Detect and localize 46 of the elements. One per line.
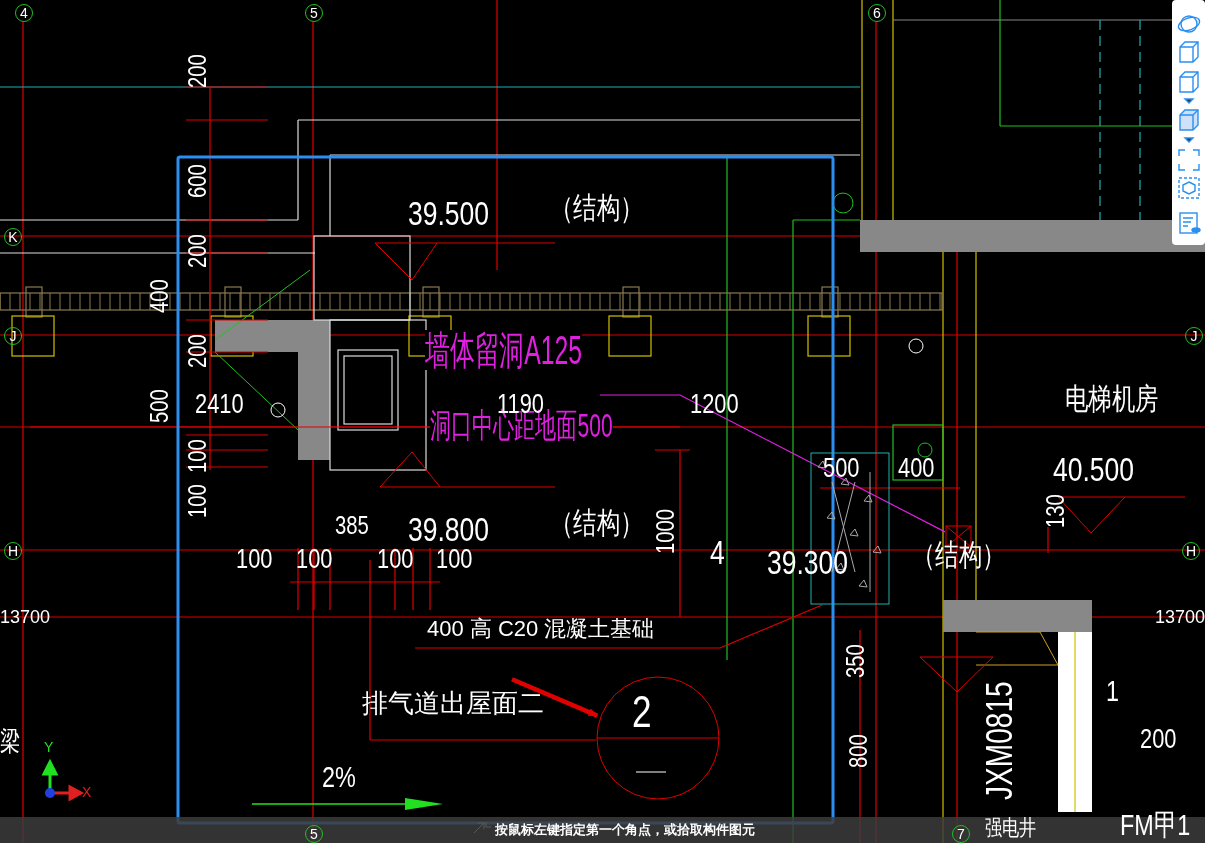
dimension-text: 39.800 [408, 512, 490, 546]
dimension-text: 40.500 [1053, 452, 1135, 486]
dimension-text: 1000 [652, 508, 678, 554]
axis-label: Y [44, 740, 54, 754]
note-text: 400 高 C20 混凝土基础 [427, 618, 655, 640]
dimension-text: 200 [184, 334, 210, 368]
dimension-text: 1 [1106, 676, 1119, 706]
note-text: 墙体留洞A125 [425, 330, 583, 370]
label: 强电井 [985, 817, 1037, 839]
detail-number: 2 [632, 690, 652, 734]
label: FM甲1 [1120, 810, 1191, 840]
label: 电梯机房 [1065, 384, 1159, 414]
dimension-text: 13700 [0, 608, 51, 626]
note-text: 排气道出屋面二 [362, 690, 544, 716]
label: （结构） [912, 540, 1006, 570]
dimension-text: 385 [335, 512, 369, 538]
leader-line [599, 394, 946, 533]
dimension-text: 350 [842, 644, 868, 678]
dimension-text: 200 [184, 54, 210, 88]
dimension-text: 1200 [690, 390, 739, 418]
dimension-text: 800 [845, 734, 871, 768]
dimension-text: 2410 [195, 390, 244, 418]
dimension-text: 400 [146, 279, 172, 313]
dimension-text: 100 [436, 545, 473, 573]
axis-label: X [82, 785, 92, 799]
label: JXM0815 [982, 681, 1018, 800]
dimension-text: 100 [184, 439, 210, 473]
dimension-text: 13700 [1155, 608, 1205, 626]
dimension-text: 2% [322, 762, 356, 792]
dimension-text: 100 [184, 484, 210, 518]
dimension-text: 100 [377, 545, 414, 573]
dimension-text: 100 [236, 545, 273, 573]
status-text: 按鼠标左键指定第一个角点，或拾取构件图元 [495, 823, 755, 836]
dimension-text: 400 [898, 454, 935, 482]
label: （结构） [550, 508, 644, 538]
label: 梁 [0, 728, 21, 754]
leader-line [656, 604, 823, 649]
dimension-text: 600 [184, 164, 210, 198]
dimension-text: 4 [710, 535, 725, 569]
dimension-text: 130 [1042, 494, 1068, 528]
dimension-text: 200 [184, 234, 210, 268]
arrow [511, 677, 599, 718]
dimension-text: 500 [146, 389, 172, 423]
dimension-text: 39.500 [408, 196, 490, 230]
label: （结构） [550, 193, 644, 223]
dimension-text: 200 [1140, 725, 1177, 753]
